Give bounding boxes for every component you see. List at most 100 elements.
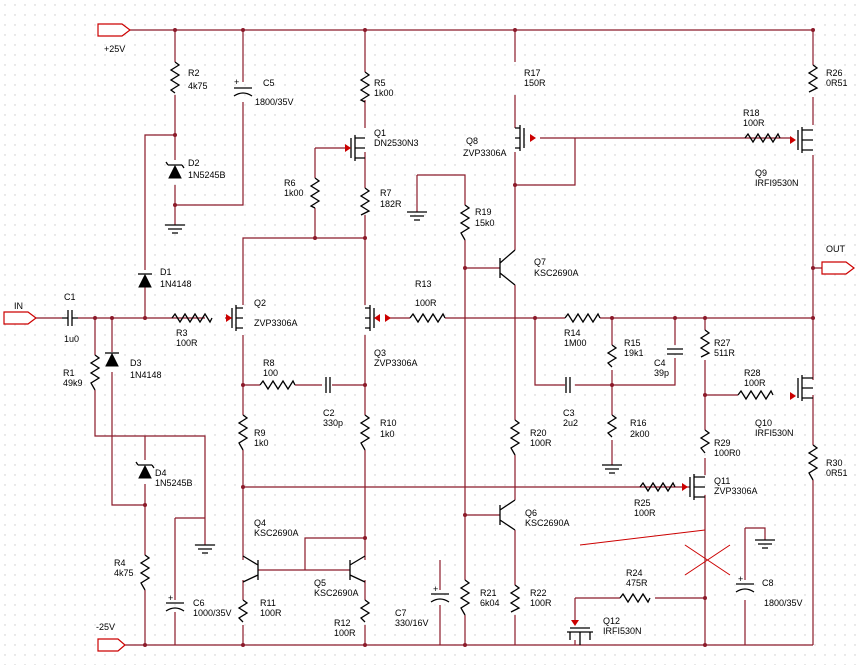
svg-text:+: + [738, 574, 743, 584]
r11-value: 100R [260, 608, 282, 618]
port-vpos: +25V [97, 23, 131, 54]
c1-value: 1u0 [64, 334, 79, 344]
red-strike-marks [579, 529, 731, 576]
q6-ref: Q6 [525, 508, 537, 518]
d2-value: 1N5245B [188, 170, 226, 180]
c5-value: 1800/35V [255, 97, 294, 107]
d3-ref: D3 [130, 358, 142, 368]
r15-ref: R15 [624, 338, 641, 348]
r13-value: 100R [415, 298, 437, 308]
q11-value: ZVP3306A [714, 486, 758, 496]
r17-ref: R17 [524, 68, 541, 78]
r2-ref: R2 [188, 68, 200, 78]
q9-value: IRFI9530N [755, 178, 799, 188]
c3-value: 2u2 [563, 418, 578, 428]
mosfet-symbols [226, 125, 813, 645]
q10-value: IRFI530N [755, 428, 794, 438]
q1-value: DN2530N3 [374, 138, 419, 148]
c4-ref: C4 [654, 358, 666, 368]
r7-value: 182R [380, 199, 402, 209]
r16-value: 2k00 [630, 429, 650, 439]
q12-value: IRFI530N [603, 626, 642, 636]
bjt-symbols [242, 249, 516, 583]
r9-ref: R9 [254, 428, 266, 438]
r3-value: 100R [176, 338, 198, 348]
r24-value: 475R [626, 578, 648, 588]
wires [36, 29, 830, 646]
r16-ref: R16 [630, 418, 647, 428]
c2-value: 330p [323, 418, 343, 428]
q8-value: ZVP3306A [463, 148, 507, 158]
r26-value: 0R51 [826, 78, 848, 88]
q11-ref: Q11 [714, 476, 730, 486]
q7-ref: Q7 [534, 257, 546, 267]
q5-ref: Q5 [314, 578, 326, 588]
port-out: OUT [821, 244, 855, 275]
q1-ref: Q1 [374, 128, 386, 138]
c7-value: 330/16V [395, 618, 429, 628]
junctions [93, 28, 815, 647]
r14-ref: R14 [564, 328, 581, 338]
d1-value: 1N4148 [160, 279, 192, 289]
c6-ref: C6 [193, 598, 205, 608]
d3-value: 1N4148 [130, 370, 162, 380]
r4-value: 4k75 [114, 568, 134, 578]
r25-value: 100R [634, 508, 656, 518]
c5-ref: C5 [263, 78, 275, 88]
r3-ref: R3 [176, 328, 188, 338]
d2-ref: D2 [188, 158, 200, 168]
port-in: IN [3, 301, 37, 325]
svg-text:+: + [234, 77, 239, 87]
r13-ref: R13 [415, 279, 432, 289]
r18-value: 100R [743, 118, 765, 128]
q4-ref: Q4 [254, 518, 266, 528]
q12-ref: Q12 [603, 616, 620, 626]
r9-value: 1k0 [254, 438, 269, 448]
r30-ref: R30 [826, 458, 843, 468]
r25-ref: R25 [634, 498, 651, 508]
r20-ref: R20 [530, 428, 547, 438]
r1-ref: R1 [63, 368, 75, 378]
d4-ref: D4 [155, 468, 167, 478]
q2-ref: Q2 [254, 298, 266, 308]
q3-value: ZVP3306A [374, 358, 418, 368]
q3-ref: Q3 [374, 348, 386, 358]
label-in: IN [14, 301, 23, 311]
r15-value: 19k1 [624, 348, 644, 358]
label-vpos: +25V [104, 44, 125, 54]
q10-ref: Q10 [755, 418, 772, 428]
r2-value: 4k75 [188, 81, 208, 91]
r5-ref: R5 [374, 78, 386, 88]
c3-ref: C3 [563, 408, 575, 418]
r5-value: 1k00 [374, 88, 394, 98]
r24-ref: R24 [626, 568, 643, 578]
r7-ref: R7 [380, 188, 392, 198]
r12-value: 100R [334, 628, 356, 638]
r1-value: 49k9 [63, 378, 83, 388]
r10-ref: R10 [380, 418, 397, 428]
c7-ref: C7 [395, 608, 407, 618]
r6-ref: R6 [284, 178, 296, 188]
r8-value: 100 [263, 368, 278, 378]
svg-text:+: + [168, 593, 173, 603]
component-labels: R2 4k75 C5 1800/35V D2 1N5245B R5 1k00 Q… [63, 68, 848, 638]
label-vneg: -25V [96, 622, 115, 632]
r12-ref: R12 [334, 618, 351, 628]
d4-value: 1N5245B [155, 478, 193, 488]
q6-value: KSC2690A [525, 518, 570, 528]
r22-ref: R22 [530, 588, 547, 598]
r27-ref: R27 [714, 338, 731, 348]
r4-ref: R4 [114, 558, 126, 568]
r27-value: 511R [714, 348, 735, 358]
r10-value: 1k0 [380, 429, 395, 439]
q5-value: KSC2690A [314, 588, 359, 598]
capacitor-symbols: + + + + [62, 77, 755, 612]
r28-ref: R28 [744, 368, 761, 378]
ground-symbols [165, 211, 775, 554]
diode-symbols [105, 161, 185, 479]
r26-ref: R26 [826, 68, 843, 78]
r14-value: 1M00 [564, 338, 587, 348]
c8-value: 1800/35V [764, 598, 803, 608]
c6-value: 1000/35V [193, 608, 232, 618]
